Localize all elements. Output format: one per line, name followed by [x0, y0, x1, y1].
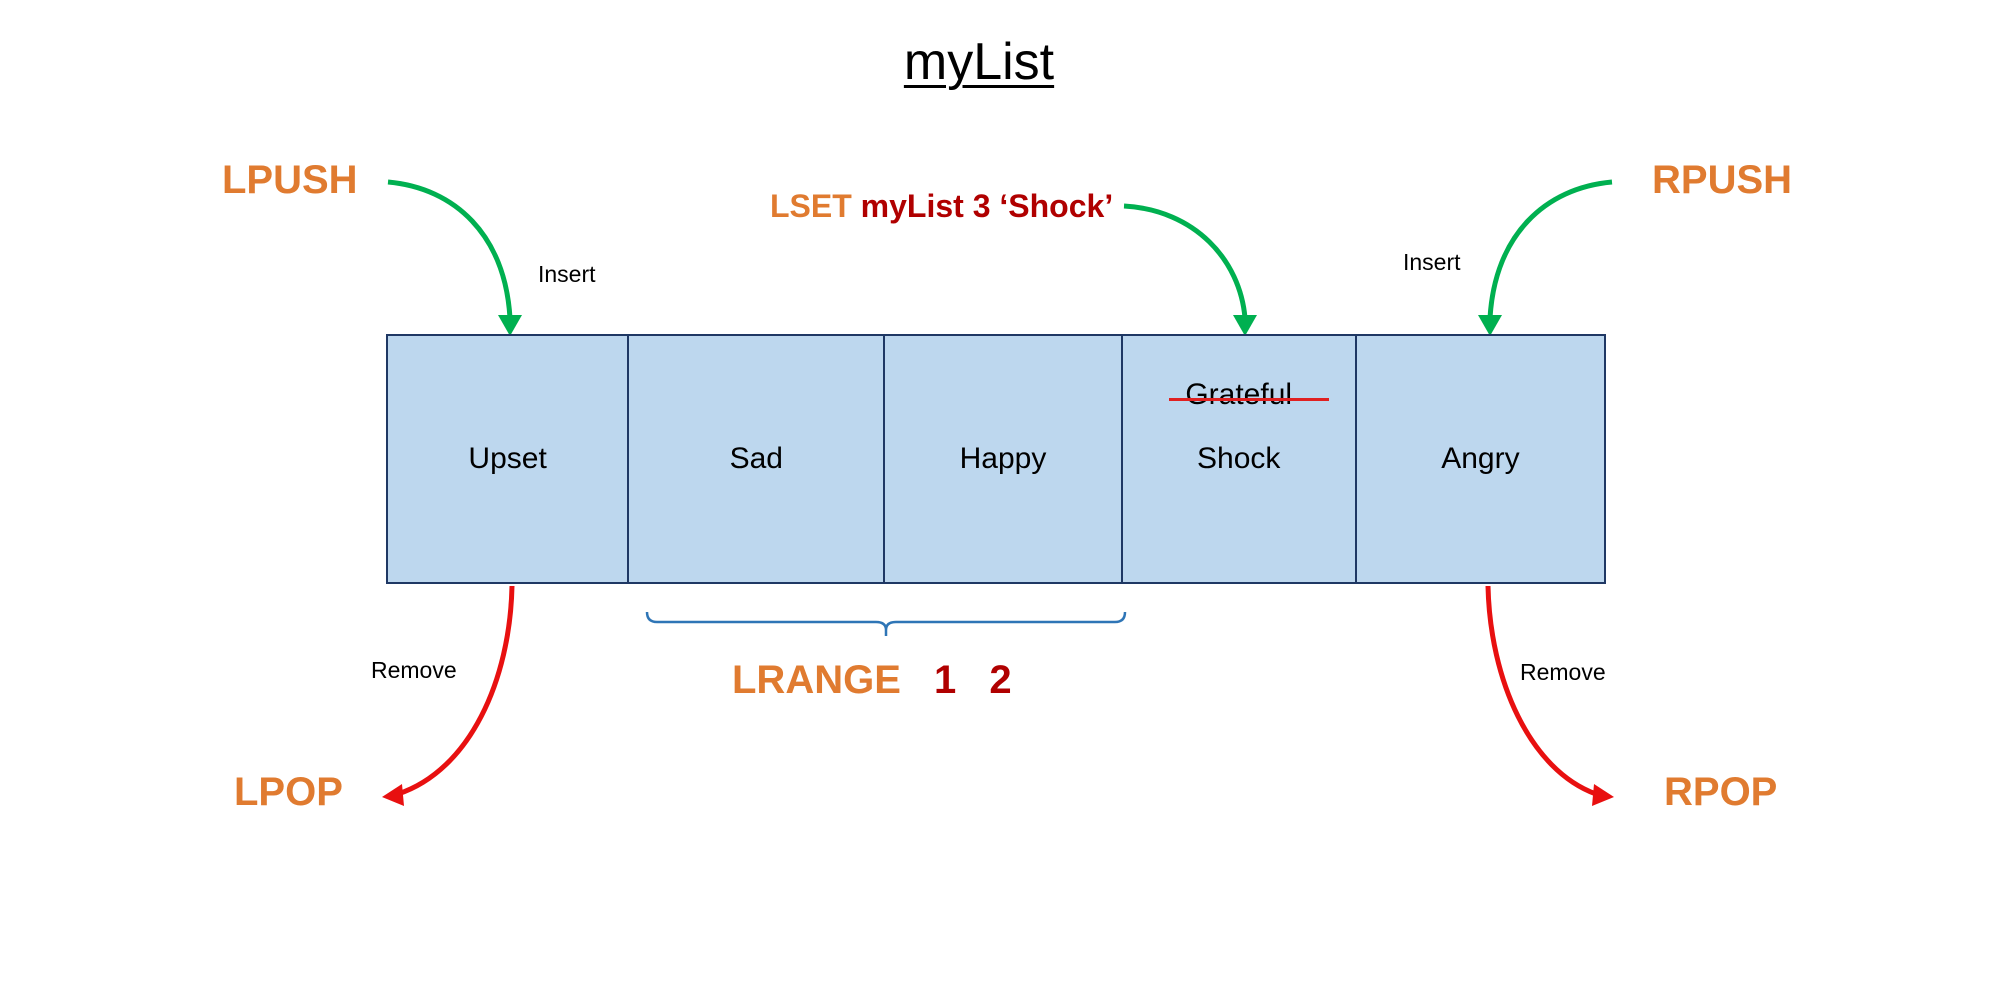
rpop-label: RPOP: [1664, 770, 1778, 814]
replaced-value: Grateful: [1185, 378, 1293, 411]
insert-right-label: Insert: [1403, 249, 1461, 275]
lset-arrow: [1123, 203, 1257, 336]
cell-value: Angry: [1441, 442, 1520, 475]
remove-right-label: Remove: [1520, 659, 1606, 685]
lrange-keyword: LRANGE: [732, 658, 901, 702]
lset-command: LSET myList 3 ‘Shock’: [770, 188, 1113, 225]
lpop-label: LPOP: [234, 770, 343, 814]
list-cell-1: Sad: [629, 336, 886, 582]
remove-left-label: Remove: [371, 657, 457, 683]
cell-value: Sad: [729, 442, 783, 475]
lrange-command: LRANGE 1 2: [732, 658, 1012, 703]
lpush-label: LPUSH: [222, 158, 358, 202]
rpop-remove-arrow: [1485, 585, 1614, 806]
list-container: Upset Sad Happy Grateful Shock Angry: [386, 334, 1606, 584]
cell-value: Shock: [1197, 442, 1281, 475]
lpop-remove-arrow: [382, 585, 515, 806]
list-cell-3: Grateful Shock: [1123, 336, 1357, 582]
diagram-title: myList: [903, 33, 1055, 91]
strikethrough-line: [1168, 398, 1329, 401]
cell-value: Happy: [959, 442, 1047, 475]
lrange-brace: [645, 611, 1127, 636]
lset-keyword: LSET: [770, 188, 852, 224]
lrange-start: 1: [934, 658, 957, 702]
insert-left-label: Insert: [538, 261, 596, 287]
lpush-insert-arrow: [387, 179, 522, 336]
lset-arguments: myList 3 ‘Shock’: [860, 188, 1114, 224]
list-cell-2: Happy: [885, 336, 1123, 582]
rpush-insert-arrow: [1478, 179, 1613, 336]
list-cell-4: Angry: [1357, 336, 1604, 582]
lrange-end: 2: [989, 658, 1012, 702]
list-cell-0: Upset: [388, 336, 630, 582]
rpush-label: RPUSH: [1652, 158, 1793, 202]
cell-value: Upset: [468, 442, 547, 475]
